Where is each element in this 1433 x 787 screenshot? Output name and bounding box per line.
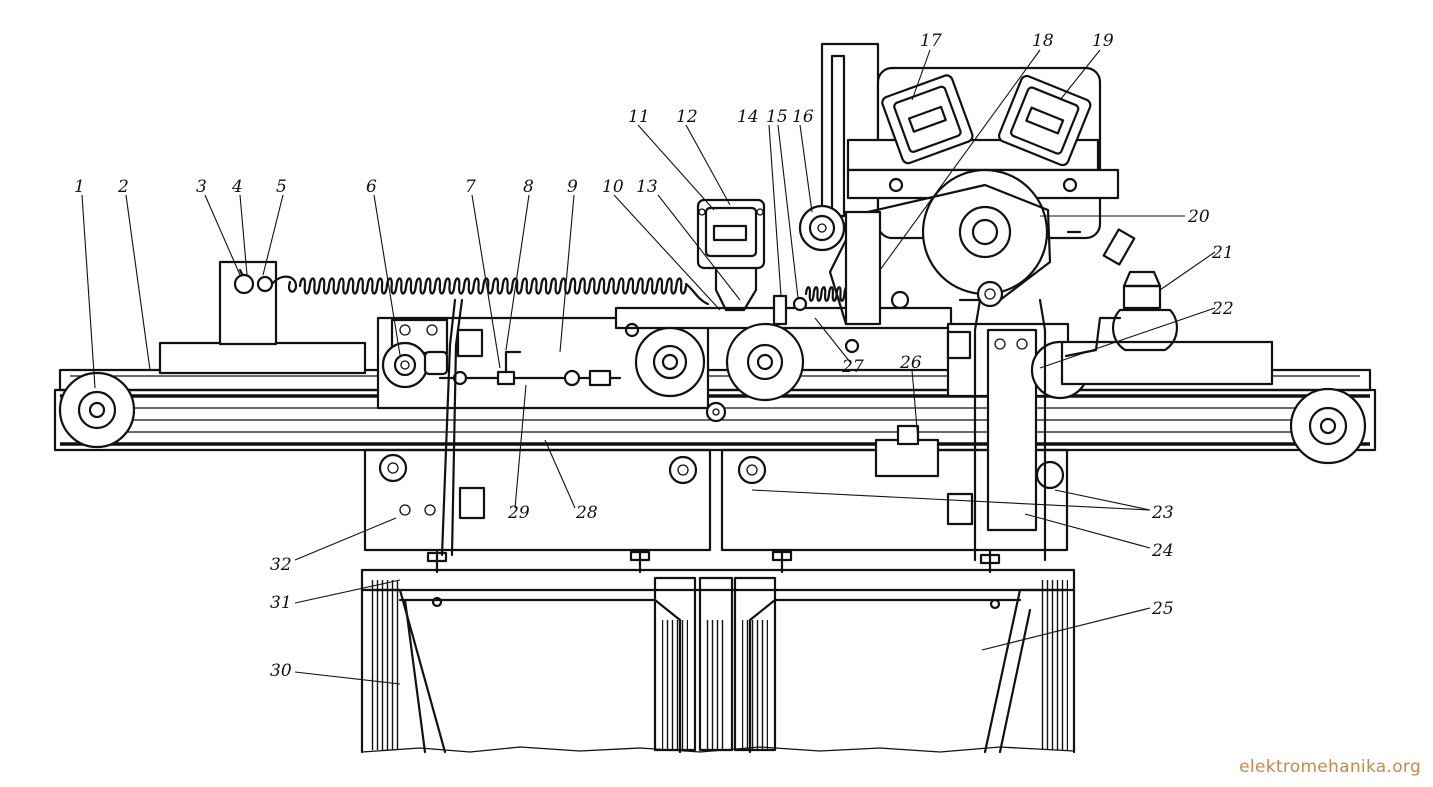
callout-3: 3 [196,177,207,197]
callout-31: 31 [270,593,292,613]
callout-13: 13 [636,177,658,197]
callout-27: 27 [841,357,864,377]
callout-32: 32 [270,555,292,575]
callout-28: 28 [575,503,598,523]
callout-16: 16 [792,107,814,127]
callout-25: 25 [1151,599,1174,619]
callout-15: 15 [766,107,788,127]
callout-29: 29 [507,503,530,523]
callout-7: 7 [465,177,476,197]
callout-labels: 1 2 3 4 5 6 7 8 9 10 11 12 13 14 15 16 1… [74,31,1234,681]
callout-5: 5 [276,177,287,197]
callout-9: 9 [567,177,578,197]
upper-assembly [798,42,1136,326]
callout-2: 2 [117,177,129,197]
tension-spring [298,277,710,306]
callout-23: 23 [1151,503,1174,523]
callout-11: 11 [628,107,650,127]
callout-14: 14 [737,107,759,127]
callout-12: 12 [676,107,698,127]
callout-21: 21 [1211,243,1234,263]
watermark: elektromehanika.org [1239,757,1421,777]
callout-10: 10 [602,177,624,197]
callout-19: 19 [1092,31,1114,51]
callout-22: 22 [1211,299,1234,319]
callout-4: 4 [231,177,243,197]
callout-1: 1 [74,177,85,197]
left-stop-block [158,260,367,375]
right-carriage [946,270,1274,562]
bracket-26 [874,424,940,478]
callout-26: 26 [899,353,922,373]
callout-17: 17 [920,31,942,51]
limit-switch-12 [696,198,808,326]
support-frame [360,568,1076,754]
track-beam [53,368,1377,465]
callout-24: 24 [1151,541,1174,561]
callout-6: 6 [366,177,377,197]
callout-20: 20 [1187,207,1210,227]
leader-lines [81,49,1216,685]
carriage-frame [376,298,953,557]
callout-8: 8 [523,177,534,197]
callout-30: 30 [270,661,292,681]
callout-18: 18 [1032,31,1054,51]
